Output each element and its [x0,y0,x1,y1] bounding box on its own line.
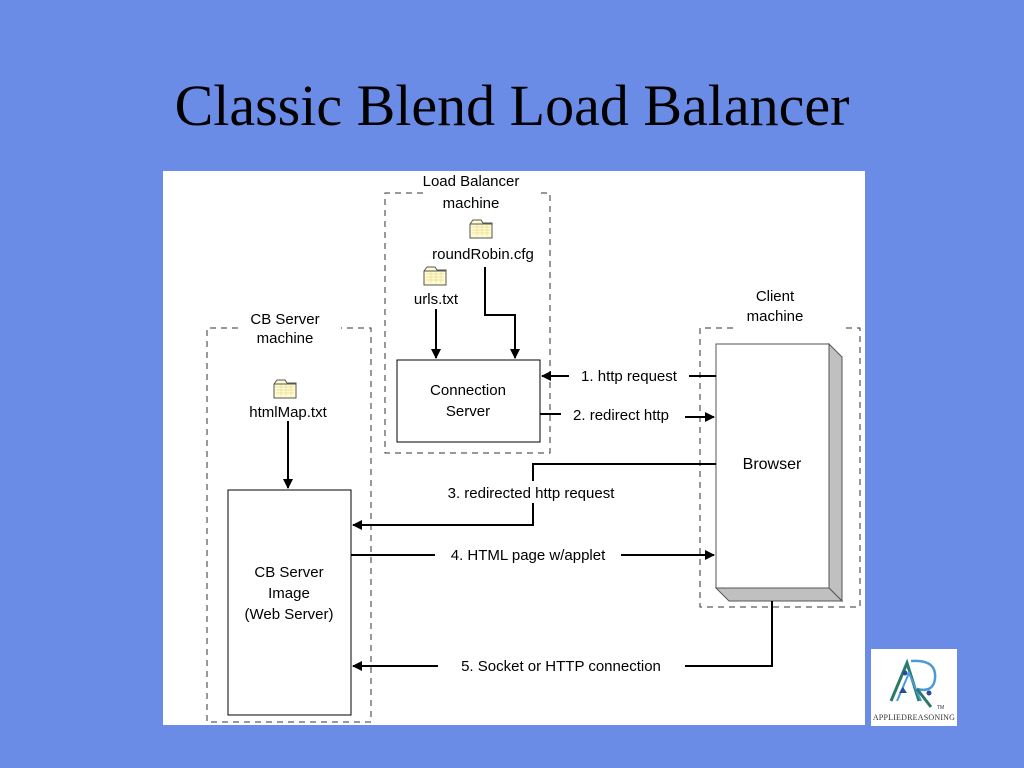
flow-4-label: 4. HTML page w/applet [451,547,606,564]
load-balancer-machine-group: Load Balancer machine [384,173,551,454]
load-balancer-diagram: Load Balancer machine CB Server machine … [206,173,861,723]
applied-reasoning-logo: TM APPLIEDREASONING [871,649,957,726]
flow-3-line-top [532,463,716,481]
logo-text: APPLIEDREASONING [872,713,956,722]
flow-5-line [685,601,773,667]
connection-server-box: Connection Server [396,359,541,443]
roundrobin-to-connection-arrow [484,267,520,359]
flow-3-arrow [352,503,534,530]
urls-file-icon [423,266,447,286]
connection-server-label-1: Connection [430,382,506,399]
client-label-2: machine [747,308,804,325]
browser-label: Browser [743,456,802,473]
round-robin-file-label: roundRobin.cfg [432,246,534,263]
cb-server-image-label-2: Image [268,585,310,602]
load-balancer-label-2: machine [443,195,500,212]
flow-5-label: 5. Socket or HTTP connection [461,658,661,675]
cb-server-image-box: CB Server Image (Web Server) [227,489,352,716]
connection-server-label-2: Server [446,403,490,420]
flow-3-label: 3. redirected http request [448,485,616,502]
slide-title: Classic Blend Load Balancer [174,73,850,138]
flow-2-label: 2. redirect http [573,407,669,424]
cb-server-image-label-3: (Web Server) [245,606,334,623]
html-map-file-label: htmlMap.txt [249,404,327,421]
diagram-canvas: Load Balancer machine CB Server machine … [163,171,865,725]
cb-server-label-1: CB Server [250,311,319,328]
cb-server-image-label-1: CB Server [254,564,323,581]
round-robin-file-icon [469,219,493,239]
flow-1-label: 1. http request [581,368,678,385]
urls-file-label: urls.txt [414,291,459,308]
client-label-1: Client [756,288,795,305]
logo-tm: TM [937,705,944,711]
load-balancer-label-1: Load Balancer [423,173,520,190]
cb-server-machine-group: CB Server machine [206,311,372,723]
client-machine-group: Client machine [699,288,861,608]
ar-logo-icon: TM [889,658,944,711]
html-map-file-icon [273,379,297,399]
cb-server-label-2: machine [257,330,314,347]
browser-box: Browser [714,342,844,603]
